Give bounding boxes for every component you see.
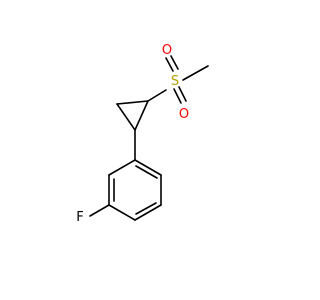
cyclopropane-bond-3 xyxy=(134,100,149,131)
ring-bond-c4-c5 xyxy=(108,204,136,221)
structure-canvas: F S O O xyxy=(76,43,209,225)
double-bond-sulfur-oxygen-top-a xyxy=(165,57,174,72)
bond-cyclopropyl-sulfur xyxy=(147,89,167,102)
double-bond-sulfur-oxygen-bottom-a xyxy=(173,88,182,104)
atom-label-oxygen-top: O xyxy=(162,43,172,58)
ring-bond-c3-c4 xyxy=(134,204,162,221)
molecule-diagram: F S O O xyxy=(76,43,209,225)
atom-label-oxygen-bottom: O xyxy=(179,107,189,122)
cyclopropane-bond-1 xyxy=(116,103,136,131)
ring-double-bond-inner-1 xyxy=(135,165,158,179)
bond-sulfur-methyl xyxy=(182,65,209,81)
double-bond-sulfur-oxygen-top-b xyxy=(170,55,179,70)
ring-bond-c6-c1 xyxy=(108,159,136,176)
atom-label-sulfur: S xyxy=(171,74,179,89)
ring-bond-c1-c2 xyxy=(134,159,162,176)
cyclopropane-bond-2 xyxy=(116,100,149,105)
atom-label-fluorine: F xyxy=(76,210,83,225)
ring-double-bond-inner-2 xyxy=(135,202,157,215)
double-bond-sulfur-oxygen-bottom-b xyxy=(178,86,187,102)
bond-aryl-fluorine xyxy=(89,204,110,217)
